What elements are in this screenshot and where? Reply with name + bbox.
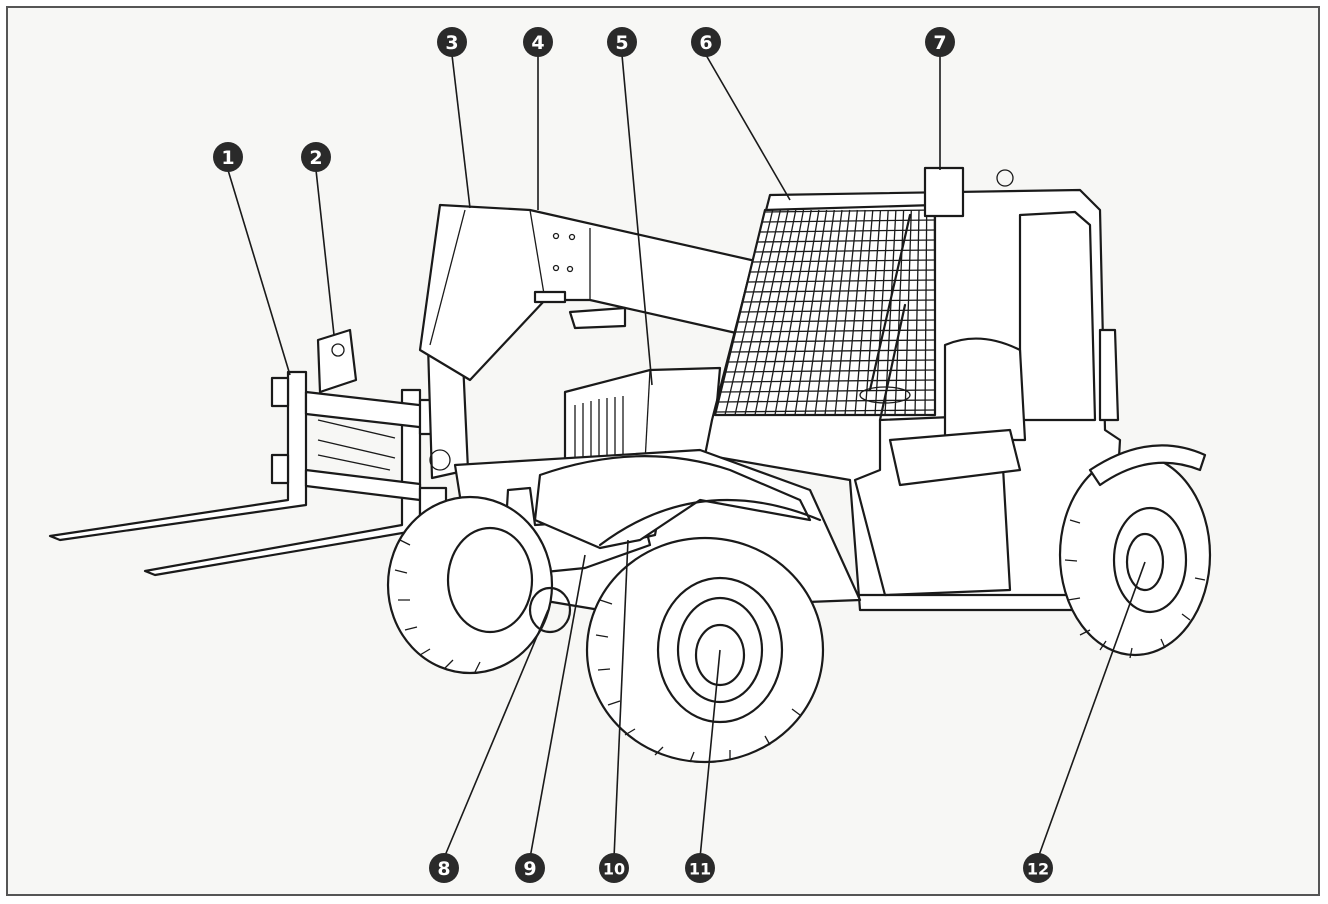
callout-4: 4: [523, 27, 553, 57]
callout-2: 2: [301, 142, 331, 172]
callout-11: 11: [685, 853, 715, 883]
operator-cab: [703, 166, 1122, 612]
callout-12: 12: [1023, 853, 1053, 883]
callout-1: 1: [213, 142, 243, 172]
callout-12-label: 12: [1027, 860, 1049, 879]
front-right-wheel: [585, 498, 825, 764]
callout-10: 10: [599, 853, 629, 883]
tire-tread: [394, 519, 1206, 763]
callout-8-label: 8: [437, 858, 450, 880]
callout-7-label: 7: [933, 32, 946, 54]
callout-9-label: 9: [523, 858, 536, 880]
callout-11-label: 11: [689, 860, 711, 879]
callout-1-label: 1: [221, 147, 234, 169]
callout-9: 9: [515, 853, 545, 883]
callout-3-label: 3: [445, 32, 458, 54]
callout-5: 5: [607, 27, 637, 57]
leader-lines: [227, 54, 1146, 859]
callout-4-label: 4: [531, 32, 544, 54]
telescopic-boom: [418, 203, 762, 382]
callout-6-label: 6: [699, 32, 712, 54]
callout-7: 7: [925, 27, 955, 57]
front-fender: [533, 455, 812, 550]
callout-3: 3: [437, 27, 467, 57]
callout-10-label: 10: [603, 860, 625, 879]
callout-8: 8: [429, 853, 459, 883]
rear-right-wheel: [1058, 328, 1212, 657]
callout-2-label: 2: [309, 147, 322, 169]
callout-5-label: 5: [615, 32, 628, 54]
rear-left-wheel: [386, 495, 572, 675]
callout-6: 6: [691, 27, 721, 57]
